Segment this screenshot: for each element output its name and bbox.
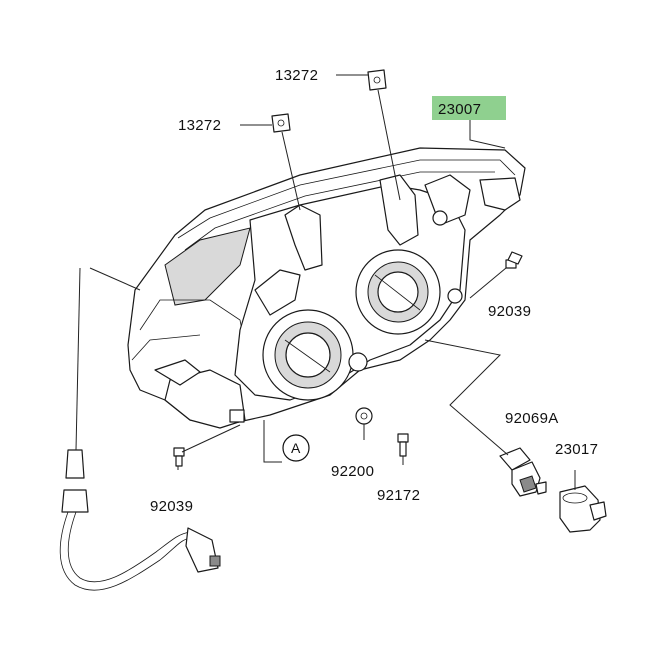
label-23007: 23007	[438, 101, 481, 118]
label-92069a: 92069A	[505, 410, 559, 427]
screw-92172	[397, 433, 409, 457]
label-13272-left: 13272	[178, 117, 221, 134]
clip-nut-13272-top	[367, 69, 387, 91]
callout-label-a: A	[291, 440, 301, 456]
screw-92039-right	[505, 251, 523, 269]
label-92200: 92200	[331, 463, 374, 480]
label-92039-left: 92039	[150, 498, 193, 515]
highlight-box-23007	[432, 96, 506, 120]
callout-circle-a	[282, 434, 310, 462]
washer-92200	[355, 407, 373, 425]
headlight-housing	[127, 147, 526, 429]
screw-92039-left	[173, 447, 185, 467]
label-92172: 92172	[377, 487, 420, 504]
label-23017: 23017	[555, 441, 598, 458]
label-92039-right: 92039	[488, 303, 531, 320]
clip-nut-13272-left	[271, 113, 291, 133]
bulb-92069a	[499, 447, 547, 497]
label-13272-top: 13272	[275, 67, 318, 84]
leader-lines	[75, 74, 576, 490]
wire-harness	[59, 449, 221, 591]
socket-23017	[559, 485, 607, 533]
